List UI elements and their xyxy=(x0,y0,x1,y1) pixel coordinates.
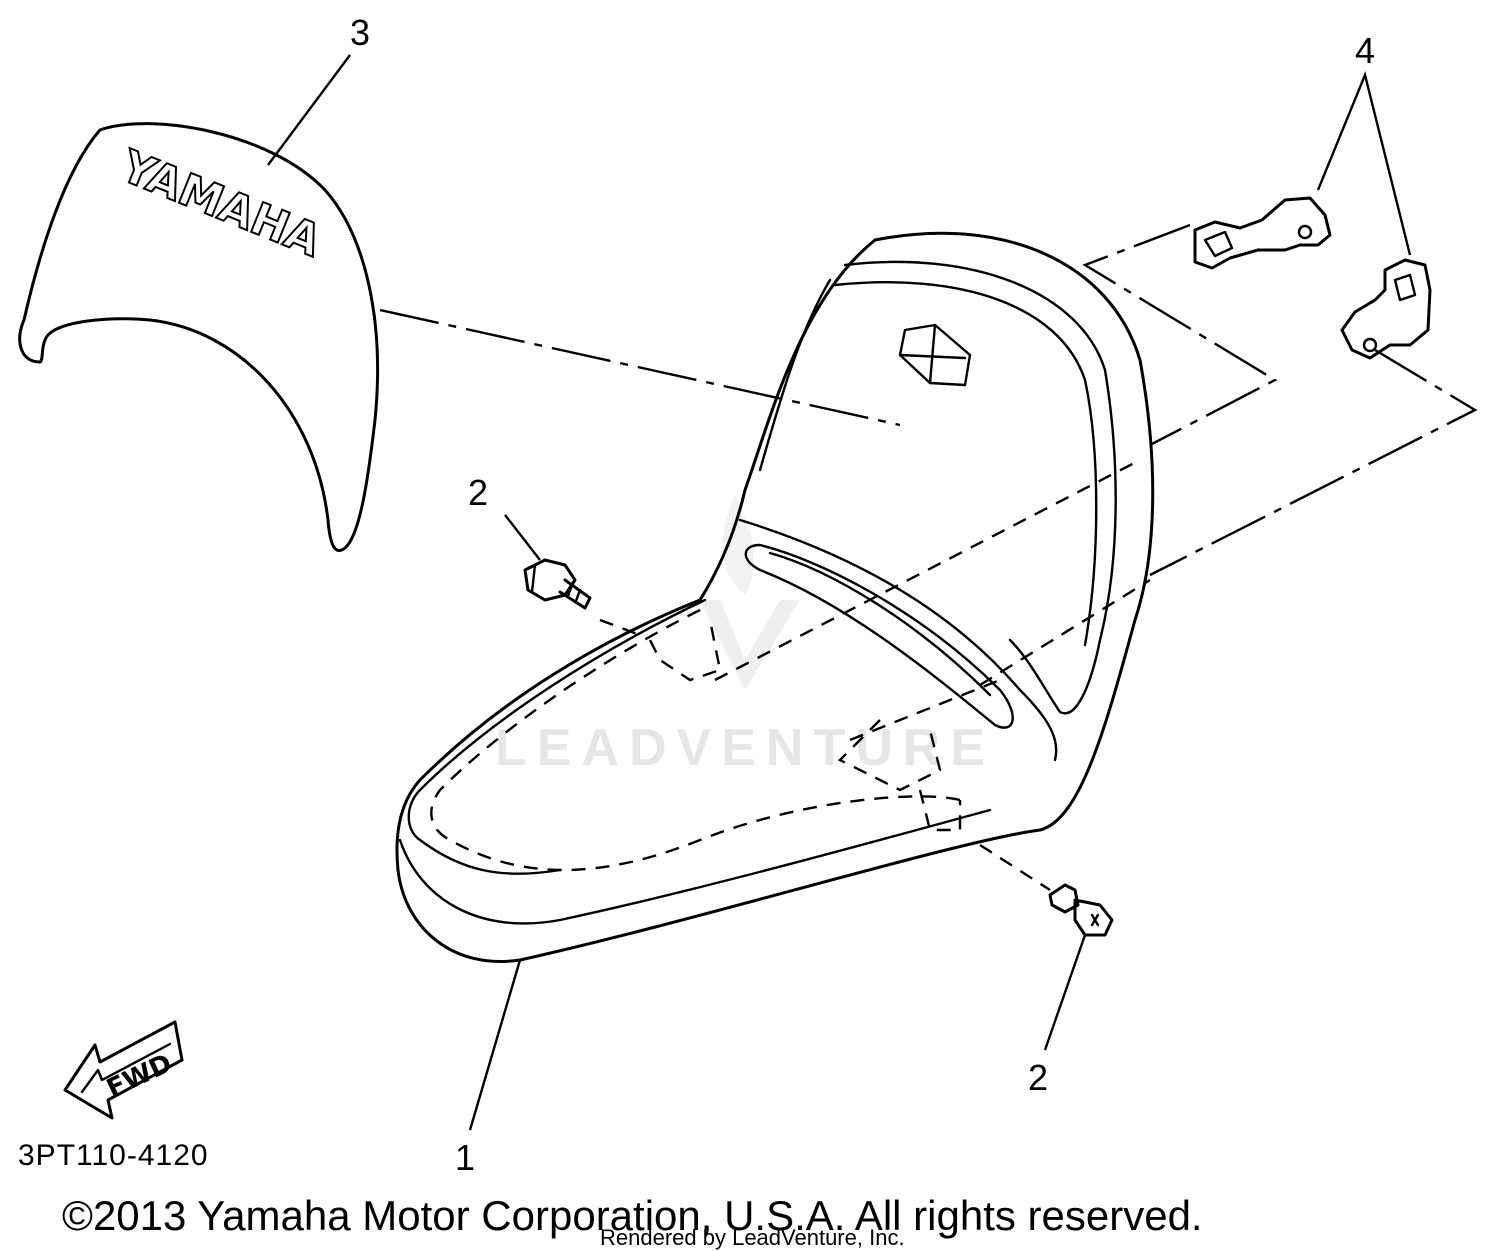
copyright-notice: ©2013 Yamaha Motor Corporation, U.S.A. A… xyxy=(62,1192,1203,1239)
watermark-text: LEADVENTURE xyxy=(495,719,995,777)
watermark: LEADVENTURE xyxy=(495,495,995,777)
bolt-left xyxy=(523,558,592,610)
callout-seat: 1 xyxy=(455,1137,475,1178)
yamaha-logo: YAMAHA xyxy=(113,141,328,267)
leader-lines xyxy=(267,54,1478,1131)
seat-cover: YAMAHA xyxy=(18,122,380,553)
bracket-upper xyxy=(1193,196,1332,270)
diagram-part-number: 3PT110-4120 xyxy=(18,1139,209,1172)
callout-brackets: 4 xyxy=(1355,30,1375,71)
bolt-right xyxy=(1048,883,1114,937)
callout-bolt-right: 2 xyxy=(1028,1057,1048,1098)
seat xyxy=(395,231,1155,963)
fwd-label: FWD xyxy=(102,1048,176,1104)
bracket-lower xyxy=(1340,258,1432,360)
callout-seat-cover: 3 xyxy=(350,12,370,53)
rendered-by-notice: Rendered by LeadVenture, Inc. xyxy=(600,1225,905,1250)
fwd-arrow-icon: FWD xyxy=(63,1020,184,1120)
callout-bolt-left: 2 xyxy=(468,472,488,513)
